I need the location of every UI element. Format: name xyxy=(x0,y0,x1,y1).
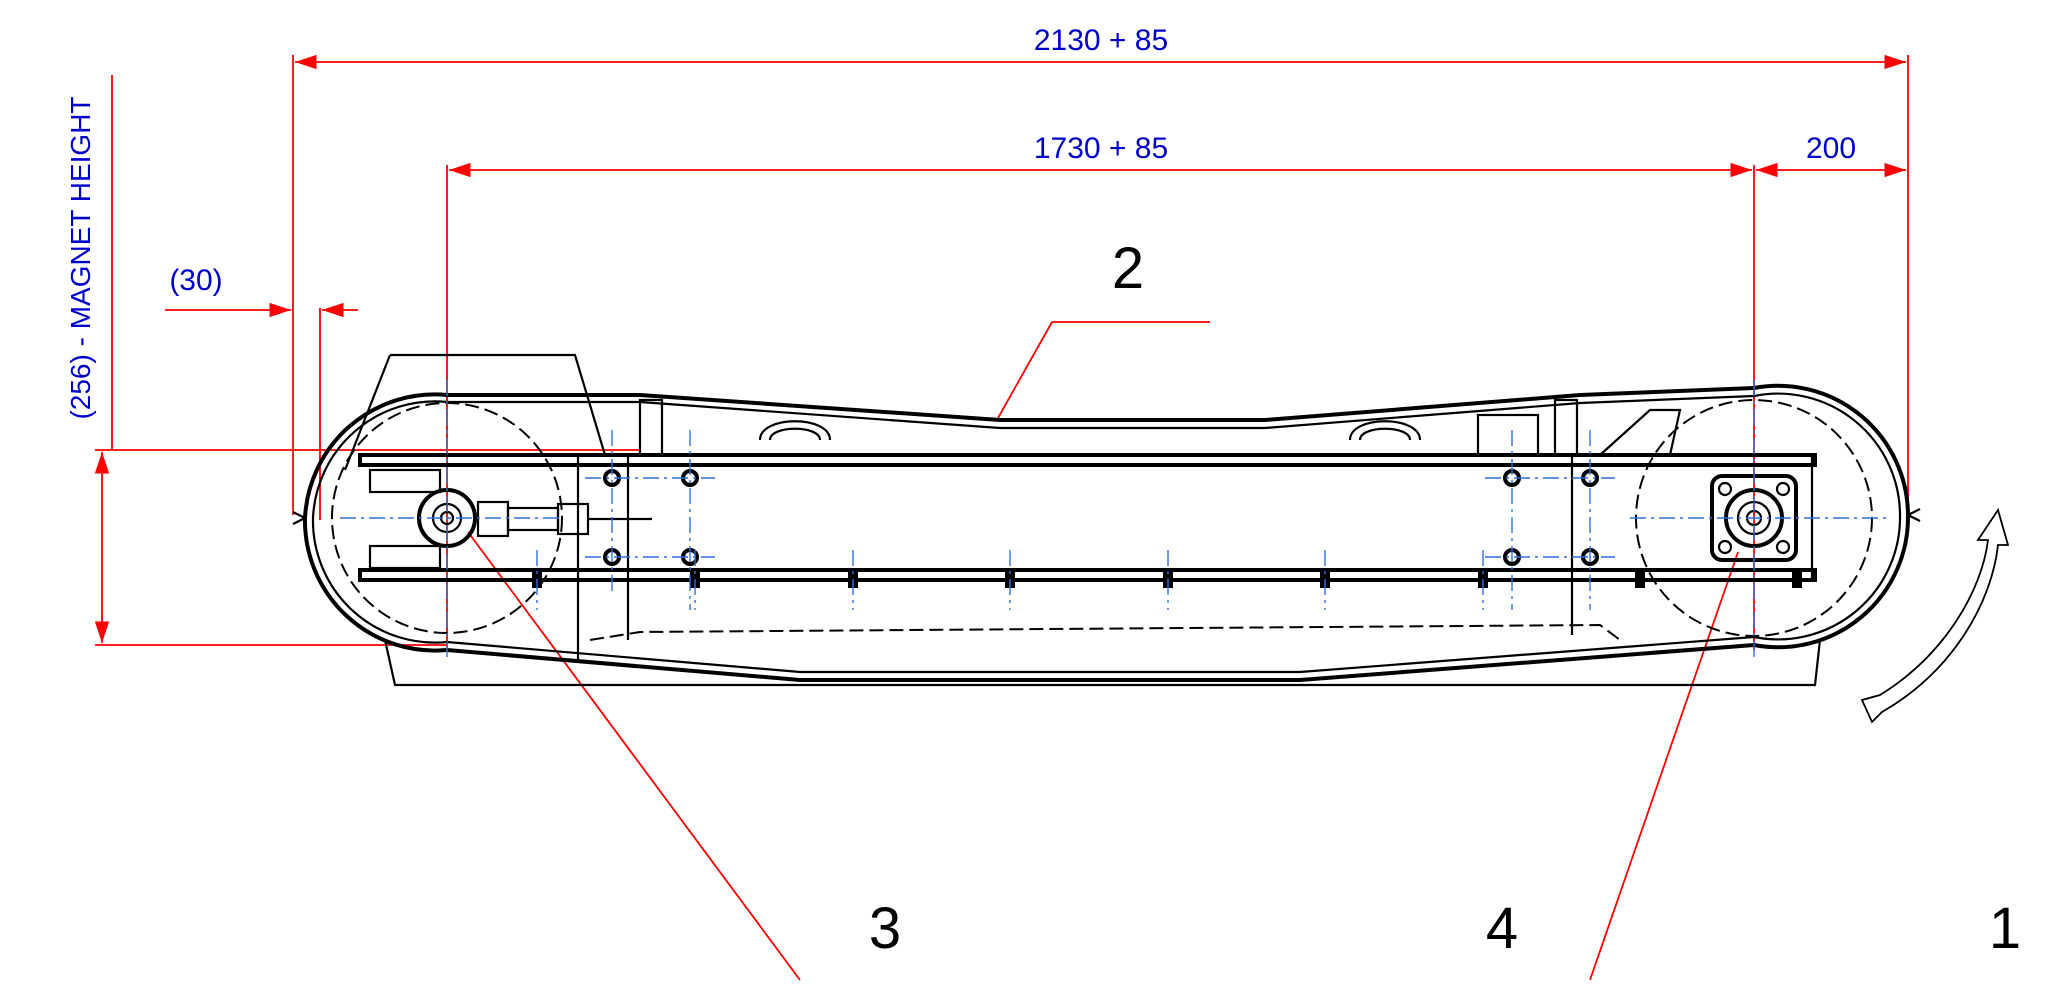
separator-body xyxy=(292,353,1921,687)
overall-length-label: 2130 + 85 xyxy=(1034,24,1168,57)
lower-skirt xyxy=(383,639,1822,687)
center-lines xyxy=(340,380,1890,660)
callout-right-drive: 4 xyxy=(1486,896,1518,961)
rotation-arrow xyxy=(1860,507,2010,724)
drive-hood xyxy=(343,353,607,471)
magnet-height-label: (256) - MAGNET HEIGHT xyxy=(65,96,96,419)
frame-upper-rail xyxy=(358,453,1817,467)
side-gap-label: (30) xyxy=(169,264,222,297)
dimension-lines xyxy=(94,54,1909,981)
end-offset-label: 200 xyxy=(1806,132,1856,165)
leader-line-3 xyxy=(467,531,801,981)
callout-rotation: 1 xyxy=(1989,896,2021,961)
frame-lower-rail xyxy=(358,568,1817,582)
lifting-lug-right xyxy=(1348,420,1422,441)
pulley-centers-label: 1730 + 85 xyxy=(1034,132,1168,165)
lifting-lug-left xyxy=(758,420,832,441)
callout-left-drive: 3 xyxy=(869,896,901,961)
callout-belt: 2 xyxy=(1112,236,1144,301)
leader-line-4 xyxy=(1589,551,1739,981)
belt-outline xyxy=(302,383,1911,682)
